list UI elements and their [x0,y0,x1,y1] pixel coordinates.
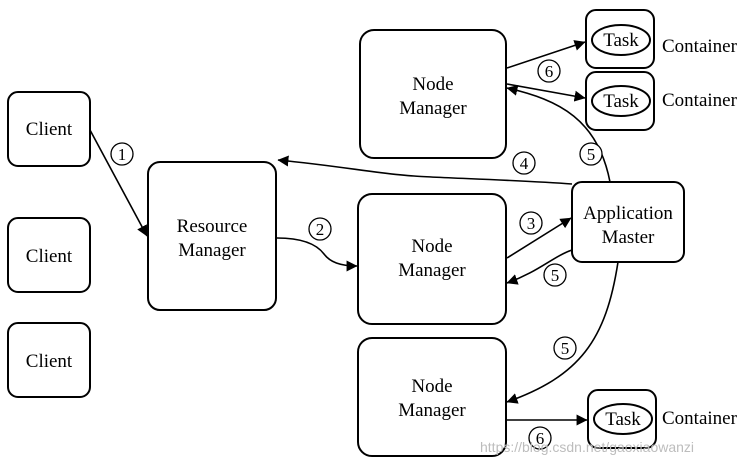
step-number: 6 [536,429,545,448]
application-master-label-line1: Application [583,203,673,224]
container-label: Container [662,408,738,429]
step-number: 5 [587,145,596,164]
edge-nm-top-to-container-2 [506,83,586,102]
edge-client-to-rm [89,129,148,237]
node-manager-bottom-box: Node Manager [357,337,507,457]
step-number: 6 [545,62,554,81]
client-label: Client [26,119,73,140]
step-marker-5-mid: 5 [543,263,567,287]
step-marker-3: 3 [519,211,543,235]
step-marker-5-top: 5 [579,142,603,166]
watermark-text: https://blog.csdn.net/gaoxiaowanzi [480,439,694,455]
task-oval [591,24,651,56]
step-marker-4: 4 [512,151,536,175]
step-number: 3 [527,214,536,233]
task-oval [591,85,651,117]
edge-am-to-nm-bottom [506,261,619,404]
node-manager-top-label-line1: Node [412,74,453,95]
step-marker-1: 1 [110,142,134,166]
node-manager-mid-box: Node Manager [357,193,507,325]
task-label: Task [603,30,639,51]
edge-nm-mid-to-am [506,217,572,259]
edge-am-to-rm [277,155,573,185]
container-label: Container [662,36,738,57]
resource-manager-label-line2: Manager [178,240,246,261]
application-master-label-line2: Master [602,227,655,248]
resource-manager-box: Resource Manager [147,161,277,311]
edge-am-to-nm-top [506,84,611,183]
client-box-3: Client [7,322,91,398]
task-label: Task [603,91,639,112]
node-manager-bottom-label-line1: Node [411,376,452,397]
client-label: Client [26,351,73,372]
client-box-2: Client [7,217,91,293]
step-number: 4 [520,154,529,173]
step-number: 5 [551,266,560,285]
task-label: Task [605,409,641,430]
step-marker-5-bottom: 5 [553,336,577,360]
edge-am-to-nm-mid [506,249,573,285]
node-manager-top-label-line2: Manager [399,98,467,119]
step-marker-2: 2 [308,217,332,241]
node-manager-mid-label-line2: Manager [398,260,466,281]
task-oval [593,403,653,435]
node-manager-bottom-label-line2: Manager [398,400,466,421]
step-marker-6-top: 6 [537,59,561,83]
edge-rm-to-nm-mid [276,237,358,272]
node-manager-top-box: Node Manager [359,29,507,159]
resource-manager-label-line1: Resource [177,216,248,237]
container-2: Task Container [585,71,738,131]
container-3: Task Container [587,389,738,449]
step-marker-6-bottom: 6 [528,426,552,450]
edge-nm-top-to-container-1 [506,40,586,69]
node-manager-mid-label-line1: Node [411,236,452,257]
client-box-1: Client [7,91,91,167]
application-master-box: Application Master [571,181,685,263]
step-number: 1 [118,145,127,164]
container-1: Task Container [585,9,738,69]
container-label: Container [662,90,738,111]
client-label: Client [26,246,73,267]
step-number: 5 [561,339,570,358]
step-number: 2 [316,220,325,239]
